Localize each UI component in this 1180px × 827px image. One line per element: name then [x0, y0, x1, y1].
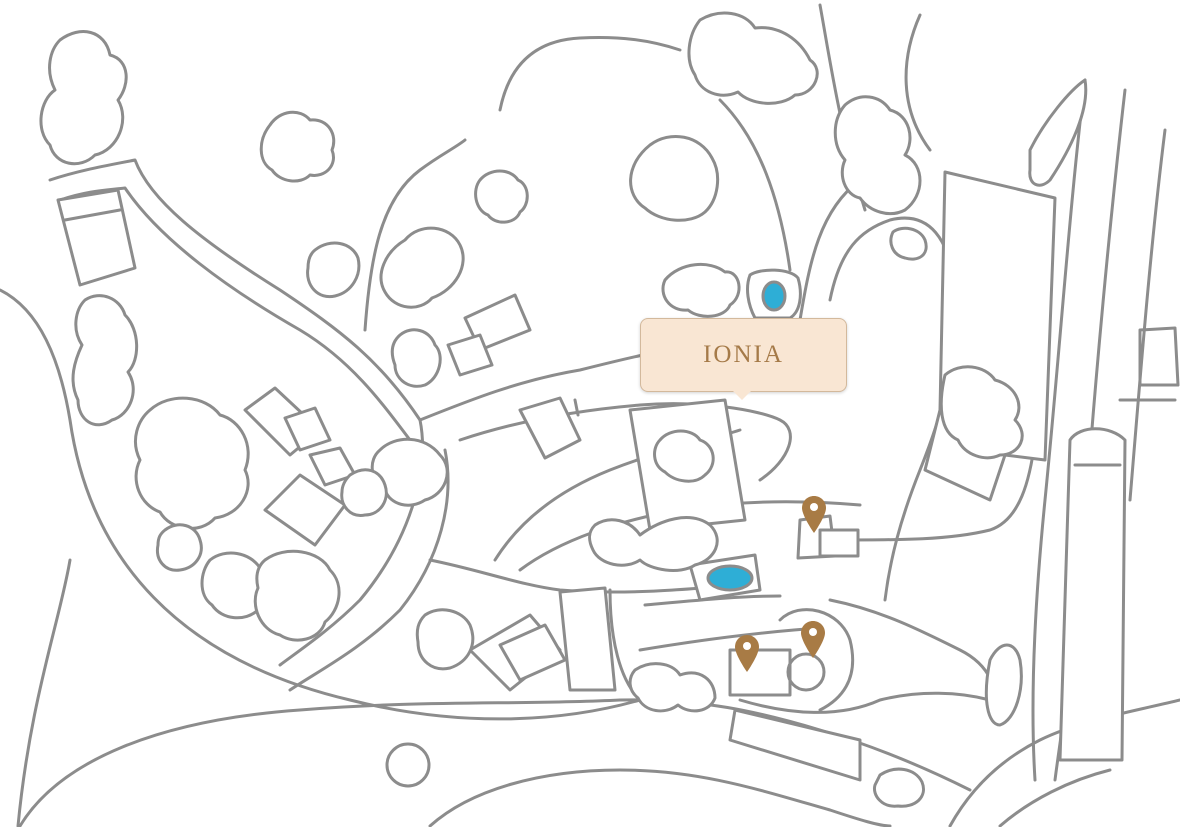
- building-w-4: [263, 473, 347, 547]
- location-callout[interactable]: IONIA: [640, 318, 847, 400]
- map-pin-icon: [802, 496, 826, 533]
- building-se-2: [818, 528, 860, 558]
- road-se-loop: [838, 438, 1037, 542]
- road-se: [948, 698, 1180, 827]
- road-lower-loop-4: [738, 691, 992, 714]
- road-north-hill: [363, 138, 467, 332]
- outer-road-west: [0, 288, 642, 721]
- tree-group: [39, 11, 1088, 808]
- building-nw-1: [56, 188, 137, 287]
- path-nw-a: [48, 158, 422, 422]
- roundabout: [385, 742, 431, 788]
- road-lower-loop-2: [643, 594, 782, 607]
- road-lower-loop: [638, 626, 822, 652]
- path-sw-diagonal-2: [288, 448, 450, 692]
- path-nw-b: [58, 186, 412, 442]
- pool-south: [706, 564, 754, 592]
- map-pin-icon: [801, 621, 825, 658]
- building-w-2: [283, 406, 332, 452]
- road-north-1: [904, 13, 932, 152]
- location-marker-2[interactable]: [798, 619, 828, 659]
- building-s-2: [498, 623, 567, 682]
- pool-north: [761, 280, 787, 312]
- location-marker-1[interactable]: [799, 494, 829, 534]
- circle-se: [786, 652, 826, 692]
- map-pin-icon: [735, 635, 759, 672]
- road-central-loop: [458, 402, 792, 482]
- road-east-1: [1031, 78, 1087, 782]
- road-se-2: [998, 768, 1112, 827]
- road-se-inner: [828, 598, 998, 722]
- location-marker-3[interactable]: [732, 633, 762, 673]
- road-north-hill-2: [498, 36, 682, 112]
- callout-label: IONIA: [703, 341, 784, 368]
- building-n-2: [446, 333, 494, 377]
- building-c-1: [518, 396, 582, 460]
- road-south-loop: [428, 558, 742, 594]
- structure-east: [1058, 427, 1127, 762]
- road-east-3: [1128, 128, 1167, 502]
- road-south-inner: [428, 768, 892, 827]
- building-s-3: [558, 586, 617, 692]
- building-s-5: [728, 708, 862, 782]
- outer-road-west-inner: [16, 558, 72, 827]
- road-ridge: [718, 98, 792, 272]
